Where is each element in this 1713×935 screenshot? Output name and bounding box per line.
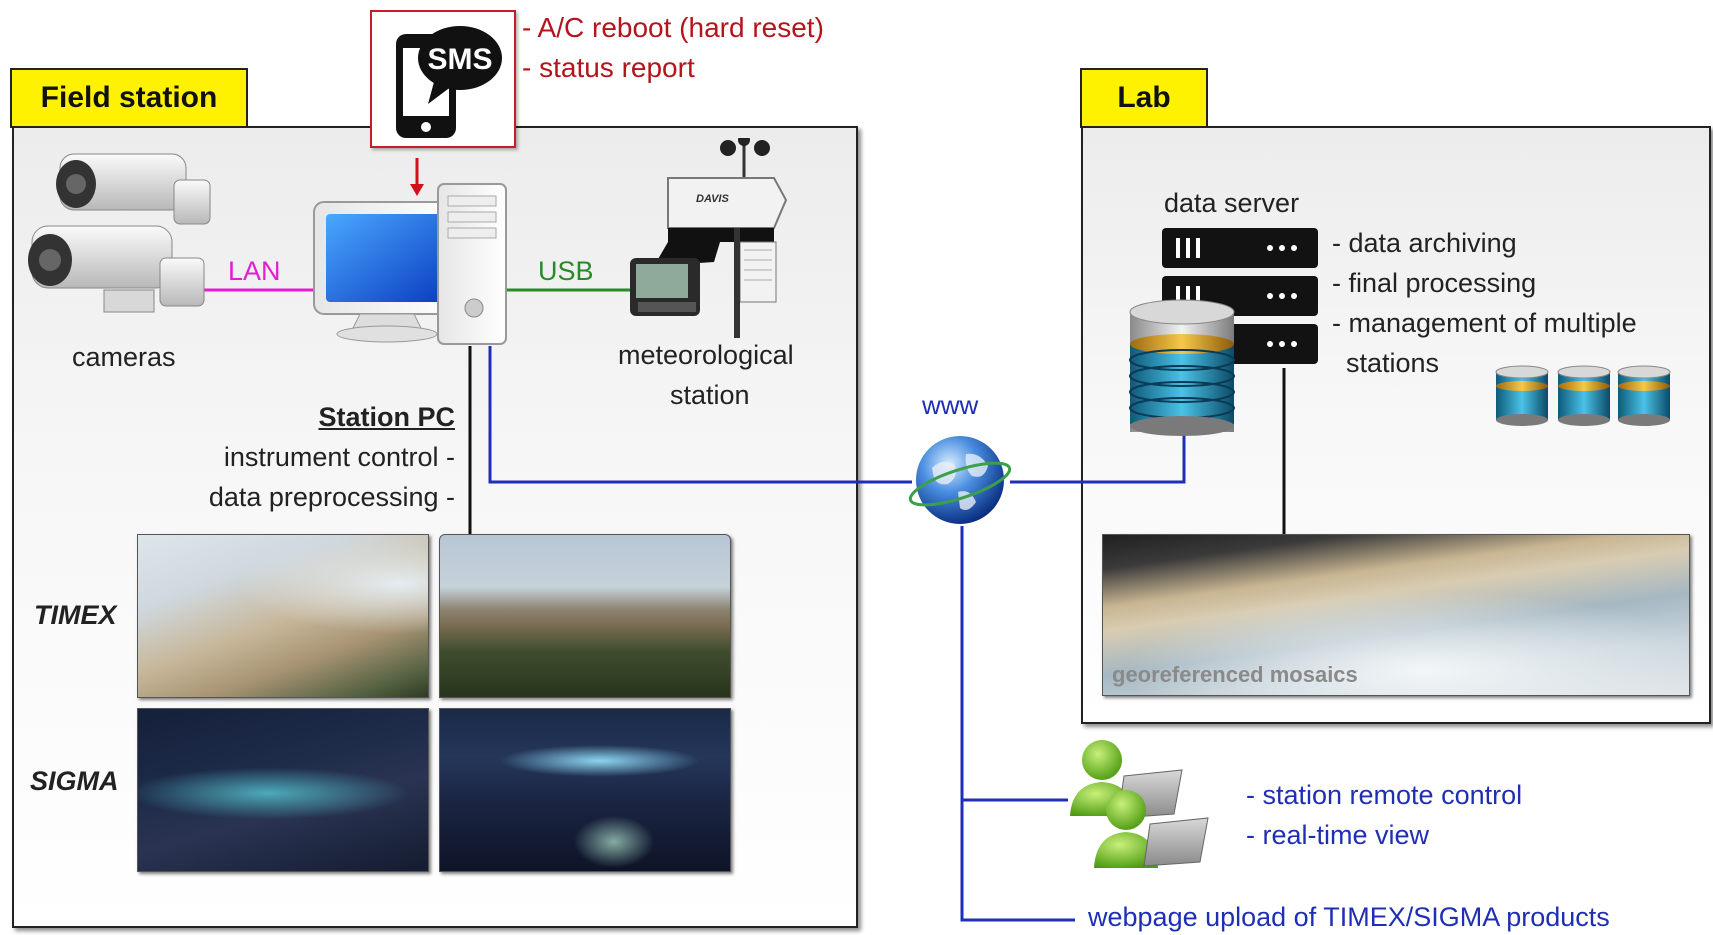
station-pc-function-control: instrument control - xyxy=(223,442,455,472)
database-small-1 xyxy=(1495,365,1549,426)
timex-label: TIMEX xyxy=(34,600,117,630)
sigma-label: SIGMA xyxy=(30,766,119,796)
sms-note-reboot: - A/C reboot (hard reset) xyxy=(522,12,824,43)
www-to-server-line xyxy=(1010,420,1186,484)
lan-label: LAN xyxy=(228,256,281,286)
sms-phone-icon: SMS xyxy=(396,26,502,138)
server-function-archiving: - data archiving xyxy=(1332,228,1517,258)
timex-image-2 xyxy=(439,534,731,698)
data-server-label: data server xyxy=(1164,188,1300,218)
sigma-image-2 xyxy=(439,708,731,872)
sms-arrow-head xyxy=(410,184,424,196)
station-pc-icon xyxy=(313,183,507,345)
database-small-2 xyxy=(1557,365,1611,426)
davis-logo: DAVIS xyxy=(696,193,729,205)
mosaic-caption: georeferenced mosaics xyxy=(1112,662,1358,687)
server-function-processing: - final processing xyxy=(1332,268,1537,298)
remote-users-icon xyxy=(1070,740,1209,868)
data-server-icon xyxy=(1129,228,1318,436)
cameras-icon xyxy=(28,153,211,313)
www-to-users-line xyxy=(960,526,1075,922)
sms-note-status: - status report xyxy=(522,52,695,83)
remote-function-realtime: - real-time view xyxy=(1246,820,1430,850)
sms-icon-text: SMS xyxy=(427,43,492,76)
meteorological-label-line2: station xyxy=(670,380,750,410)
remote-function-control: - station remote control xyxy=(1246,780,1523,810)
station-pc-title: Station PC xyxy=(318,402,455,432)
field-station-tag: Field station xyxy=(10,68,248,128)
server-function-management: - management of multiple xyxy=(1332,308,1637,338)
pc-to-www-line xyxy=(488,346,912,484)
database-small-3 xyxy=(1617,365,1671,426)
meteorological-station-icon: DAVIS xyxy=(630,138,788,338)
lab-tag: Lab xyxy=(1080,68,1208,128)
globe-icon xyxy=(908,436,1012,524)
www-label: www xyxy=(922,390,979,420)
usb-label: USB xyxy=(538,256,594,286)
sigma-image-1 xyxy=(137,708,429,872)
meteorological-label-line1: meteorological xyxy=(618,340,794,370)
station-pc-function-preprocessing: data preprocessing - xyxy=(208,482,455,512)
sms-phone-box: SMS xyxy=(370,10,516,148)
multiple-databases-icon xyxy=(1495,365,1671,426)
server-function-stations: stations xyxy=(1346,348,1440,378)
georeferenced-mosaic-image xyxy=(1102,534,1690,696)
timex-image-1 xyxy=(137,534,429,698)
webpage-upload-label: webpage upload of TIMEX/SIGMA products xyxy=(1088,902,1610,932)
cameras-label: cameras xyxy=(72,342,176,372)
